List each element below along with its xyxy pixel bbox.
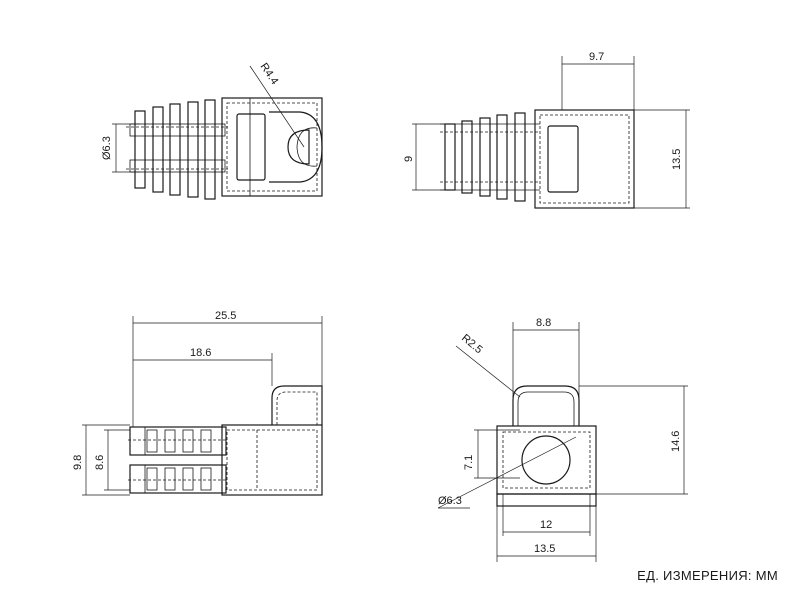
view-top-right: 9.7 9 13.5 xyxy=(403,51,690,209)
label-dia-6-3: Ø6.3 xyxy=(101,136,113,160)
dim-width-12: 12 xyxy=(502,494,591,536)
label-radius-2-5: R2.5 xyxy=(459,332,485,356)
boot-body xyxy=(221,97,323,197)
view-top-left: Ø6.3 R4.4 xyxy=(101,61,323,200)
label-height-13-5: 13.5 xyxy=(671,149,683,170)
label-height-7-1: 7.1 xyxy=(463,455,475,470)
label-height-9-8: 9.8 xyxy=(72,455,84,470)
units-note: ЕД. ИЗМЕРЕНИЯ: ММ xyxy=(637,568,778,583)
dim-length-18-6: 18.6 xyxy=(133,347,273,386)
dim-height-13-5: 13.5 xyxy=(634,109,690,209)
dim-width-9-7: 9.7 xyxy=(561,51,635,110)
dim-radius-2-5: R2.5 xyxy=(455,332,521,398)
dim-height-7-1: 7.1 xyxy=(463,429,520,479)
dim-dia-6-3: Ø6.3 xyxy=(437,436,577,509)
dim-height-14-6: 14.6 xyxy=(579,385,688,495)
view-bottom-left: 25.5 18.6 9.8 8.6 xyxy=(72,310,323,496)
dim-dia-6-3: Ø6.3 xyxy=(101,123,140,173)
label-height-14-6: 14.6 xyxy=(670,431,682,452)
label-length-25-5: 25.5 xyxy=(215,310,236,322)
ribs xyxy=(440,112,540,202)
ribs xyxy=(126,99,228,200)
dim-width-13-5: 13.5 xyxy=(496,506,597,562)
label-height-8-6: 8.6 xyxy=(94,455,106,470)
front-body xyxy=(496,385,597,507)
view-bottom-right: 8.8 R2.5 7.1 14.6 Ø6.3 xyxy=(437,317,688,562)
label-height-9: 9 xyxy=(403,156,415,162)
boot-body xyxy=(534,109,635,209)
dim-height-9-8: 9.8 xyxy=(72,424,130,496)
dim-height-8-6: 8.6 xyxy=(94,429,130,491)
label-width-8-8: 8.8 xyxy=(536,317,551,329)
label-width-9-7: 9.7 xyxy=(589,51,604,63)
dim-length-25-5: 25.5 xyxy=(132,310,323,427)
label-length-18-6: 18.6 xyxy=(190,347,211,359)
dim-height-9: 9 xyxy=(403,123,445,191)
boot-body xyxy=(221,385,323,496)
dim-radius-4-4: R4.4 xyxy=(249,61,305,148)
label-width-12: 12 xyxy=(540,519,552,531)
ribs xyxy=(128,426,228,494)
label-width-13-5: 13.5 xyxy=(534,543,555,555)
dim-width-8-8: 8.8 xyxy=(512,317,580,400)
label-dia-6-3-front: Ø6.3 xyxy=(438,495,462,507)
